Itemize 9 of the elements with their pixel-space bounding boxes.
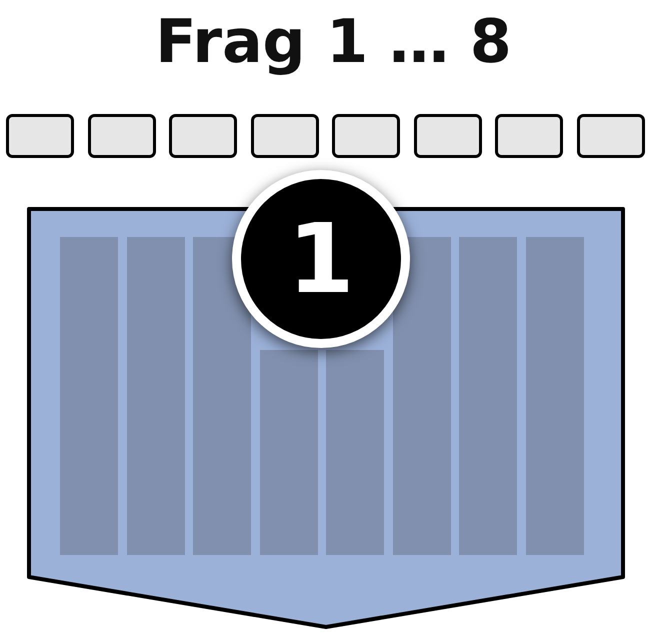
column-bar [193,237,251,555]
column-bar [459,237,517,555]
column-bar [326,350,384,555]
column-bar [526,237,584,555]
column-bar [60,237,118,555]
column-bar [260,350,318,555]
column-bar [392,237,450,555]
column-bar [126,237,184,555]
title: Frag 1 … 8 [154,6,513,79]
